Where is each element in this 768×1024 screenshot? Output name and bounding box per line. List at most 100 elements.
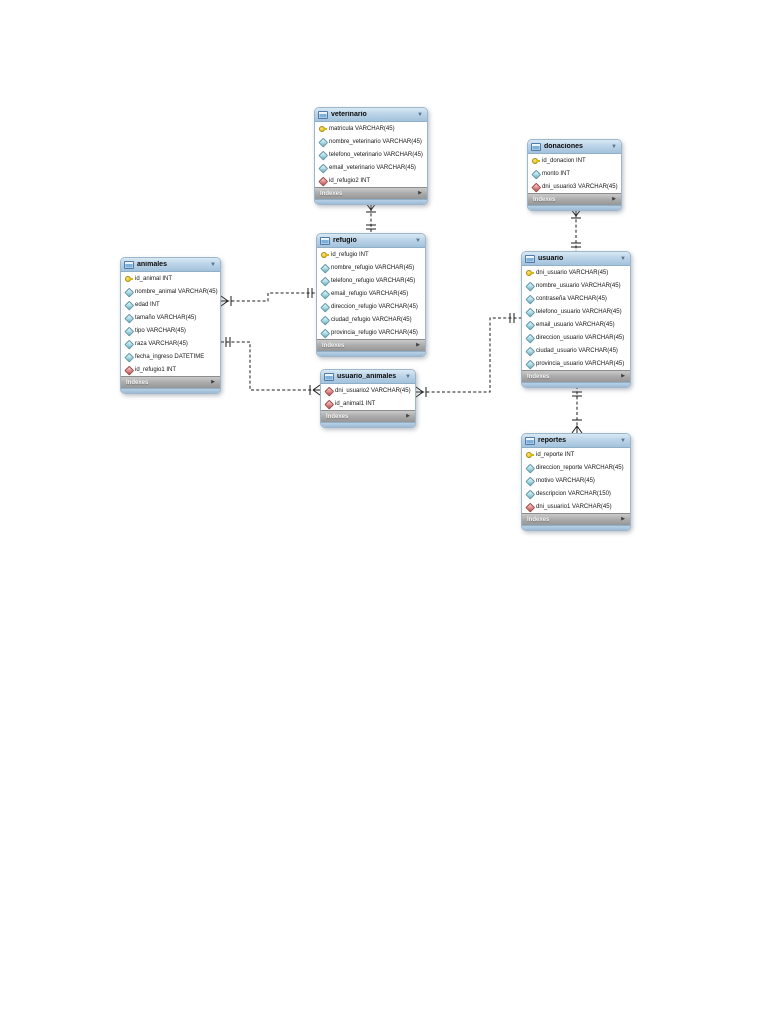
column-row: id_refugio INT [317,248,425,261]
table-header[interactable]: donaciones ▼ [528,140,621,154]
relationship-line[interactable] [416,317,521,393]
column-row: dni_usuario2 VARCHAR(45) [321,384,415,397]
expand-right-icon[interactable]: ▶ [416,342,420,348]
chevron-down-icon[interactable]: ▼ [210,261,216,268]
column-row: email_veterinario VARCHAR(45) [315,161,427,174]
expand-right-icon[interactable]: ▶ [418,190,422,196]
column-row: contraseña VARCHAR(45) [522,292,630,305]
column-row: provincia_refugio VARCHAR(45) [317,326,425,339]
table-header[interactable]: veterinario ▼ [315,108,427,122]
column-row: ciudad_refugio VARCHAR(45) [317,313,425,326]
column-row: motivo VARCHAR(45) [522,474,630,487]
one-marker [571,242,581,248]
indexes-bar[interactable]: Indexes ▶ [315,187,427,199]
indexes-label: Indexes [533,196,556,203]
column-text: id_animal1 INT [335,400,376,407]
column-row: nombre_animal VARCHAR(45) [121,285,220,298]
column-icon [526,347,533,354]
column-icon [532,170,539,177]
expand-right-icon[interactable]: ▶ [621,373,625,379]
indexes-bar[interactable]: Indexes ▶ [321,410,415,422]
table-title: reportes [538,437,567,444]
indexes-bar[interactable]: Indexes ▶ [522,513,630,525]
column-icon [526,295,533,302]
table-title: usuario [538,255,564,262]
column-text: direccion_usuario VARCHAR(45) [536,334,625,341]
indexes-bar[interactable]: Indexes ▶ [121,376,220,388]
foreign-key-icon [325,387,332,394]
relationship-donaciones-usuario[interactable] [570,208,582,251]
column-text: telefono_refugio VARCHAR(45) [331,277,416,284]
column-row: id_refugio1 INT [121,363,220,376]
chevron-down-icon[interactable]: ▼ [620,437,626,444]
column-icon [321,316,328,323]
chevron-down-icon[interactable]: ▼ [417,111,423,118]
column-row: id_refugio2 INT [315,174,427,187]
foreign-key-icon [325,400,332,407]
indexes-bar[interactable]: Indexes ▶ [522,370,630,382]
relationship-usuario_animales-usuario[interactable] [415,313,521,398]
column-row: tipo VARCHAR(45) [121,324,220,337]
chevron-down-icon[interactable]: ▼ [405,373,411,380]
column-row: telefono_refugio VARCHAR(45) [317,274,425,287]
relationship-animales-refugio[interactable] [220,288,316,307]
table-footer [315,199,427,204]
relationship-veterinario-refugio[interactable] [365,202,377,233]
relationship-line[interactable] [221,341,320,391]
relationship-line[interactable] [221,292,316,302]
table-usuario[interactable]: usuario ▼ dni_usuario VARCHAR(45)nombre_… [521,251,631,388]
expand-right-icon[interactable]: ▶ [406,413,410,419]
column-text: id_refugio1 INT [135,366,177,373]
column-icon [526,360,533,367]
column-text: dni_usuario1 VARCHAR(45) [536,503,612,510]
column-text: direccion_refugio VARCHAR(45) [331,303,418,310]
column-row: direccion_usuario VARCHAR(45) [522,331,630,344]
table-header[interactable]: usuario ▼ [522,252,630,266]
relationship-reportes-usuario[interactable] [571,386,583,434]
chevron-down-icon[interactable]: ▼ [415,237,421,244]
relationship-usuario_animales-animales[interactable] [221,337,321,396]
column-row: id_animal1 INT [321,397,415,410]
table-header[interactable]: reportes ▼ [522,434,630,448]
column-icon [526,321,533,328]
column-text: email_refugio VARCHAR(45) [331,290,409,297]
column-icon [125,353,132,360]
column-row: id_reporte INT [522,448,630,461]
column-text: email_veterinario VARCHAR(45) [329,164,416,171]
table-veterinario[interactable]: veterinario ▼ matricula VARCHAR(45)nombr… [314,107,428,205]
column-text: provincia_usuario VARCHAR(45) [536,360,625,367]
table-header[interactable]: usuario_animales ▼ [321,370,415,384]
column-row: nombre_usuario VARCHAR(45) [522,279,630,292]
crow-foot-marker [309,384,321,396]
column-text: id_reporte INT [536,451,575,458]
column-row: telefono_usuario VARCHAR(45) [522,305,630,318]
table-footer [522,382,630,387]
indexes-bar[interactable]: Indexes ▶ [317,339,425,351]
expand-right-icon[interactable]: ▶ [621,516,625,522]
expand-right-icon[interactable]: ▶ [612,196,616,202]
table-title: animales [137,261,167,268]
table-header[interactable]: animales ▼ [121,258,220,272]
table-usuario-animales[interactable]: usuario_animales ▼ dni_usuario2 VARCHAR(… [320,369,416,428]
indexes-label: Indexes [126,379,149,386]
column-row: tamaño VARCHAR(45) [121,311,220,324]
primary-key-icon [526,269,534,276]
one-marker [509,313,515,323]
indexes-bar[interactable]: Indexes ▶ [528,193,621,205]
crow-foot-marker [220,295,232,307]
indexes-label: Indexes [527,373,550,380]
column-text: nombre_animal VARCHAR(45) [135,288,218,295]
chevron-down-icon[interactable]: ▼ [620,255,626,262]
column-text: nombre_veterinario VARCHAR(45) [329,138,422,145]
table-title: donaciones [544,143,583,150]
chevron-down-icon[interactable]: ▼ [611,143,617,150]
expand-right-icon[interactable]: ▶ [211,379,215,385]
column-row: nombre_refugio VARCHAR(45) [317,261,425,274]
table-header[interactable]: refugio ▼ [317,234,425,248]
